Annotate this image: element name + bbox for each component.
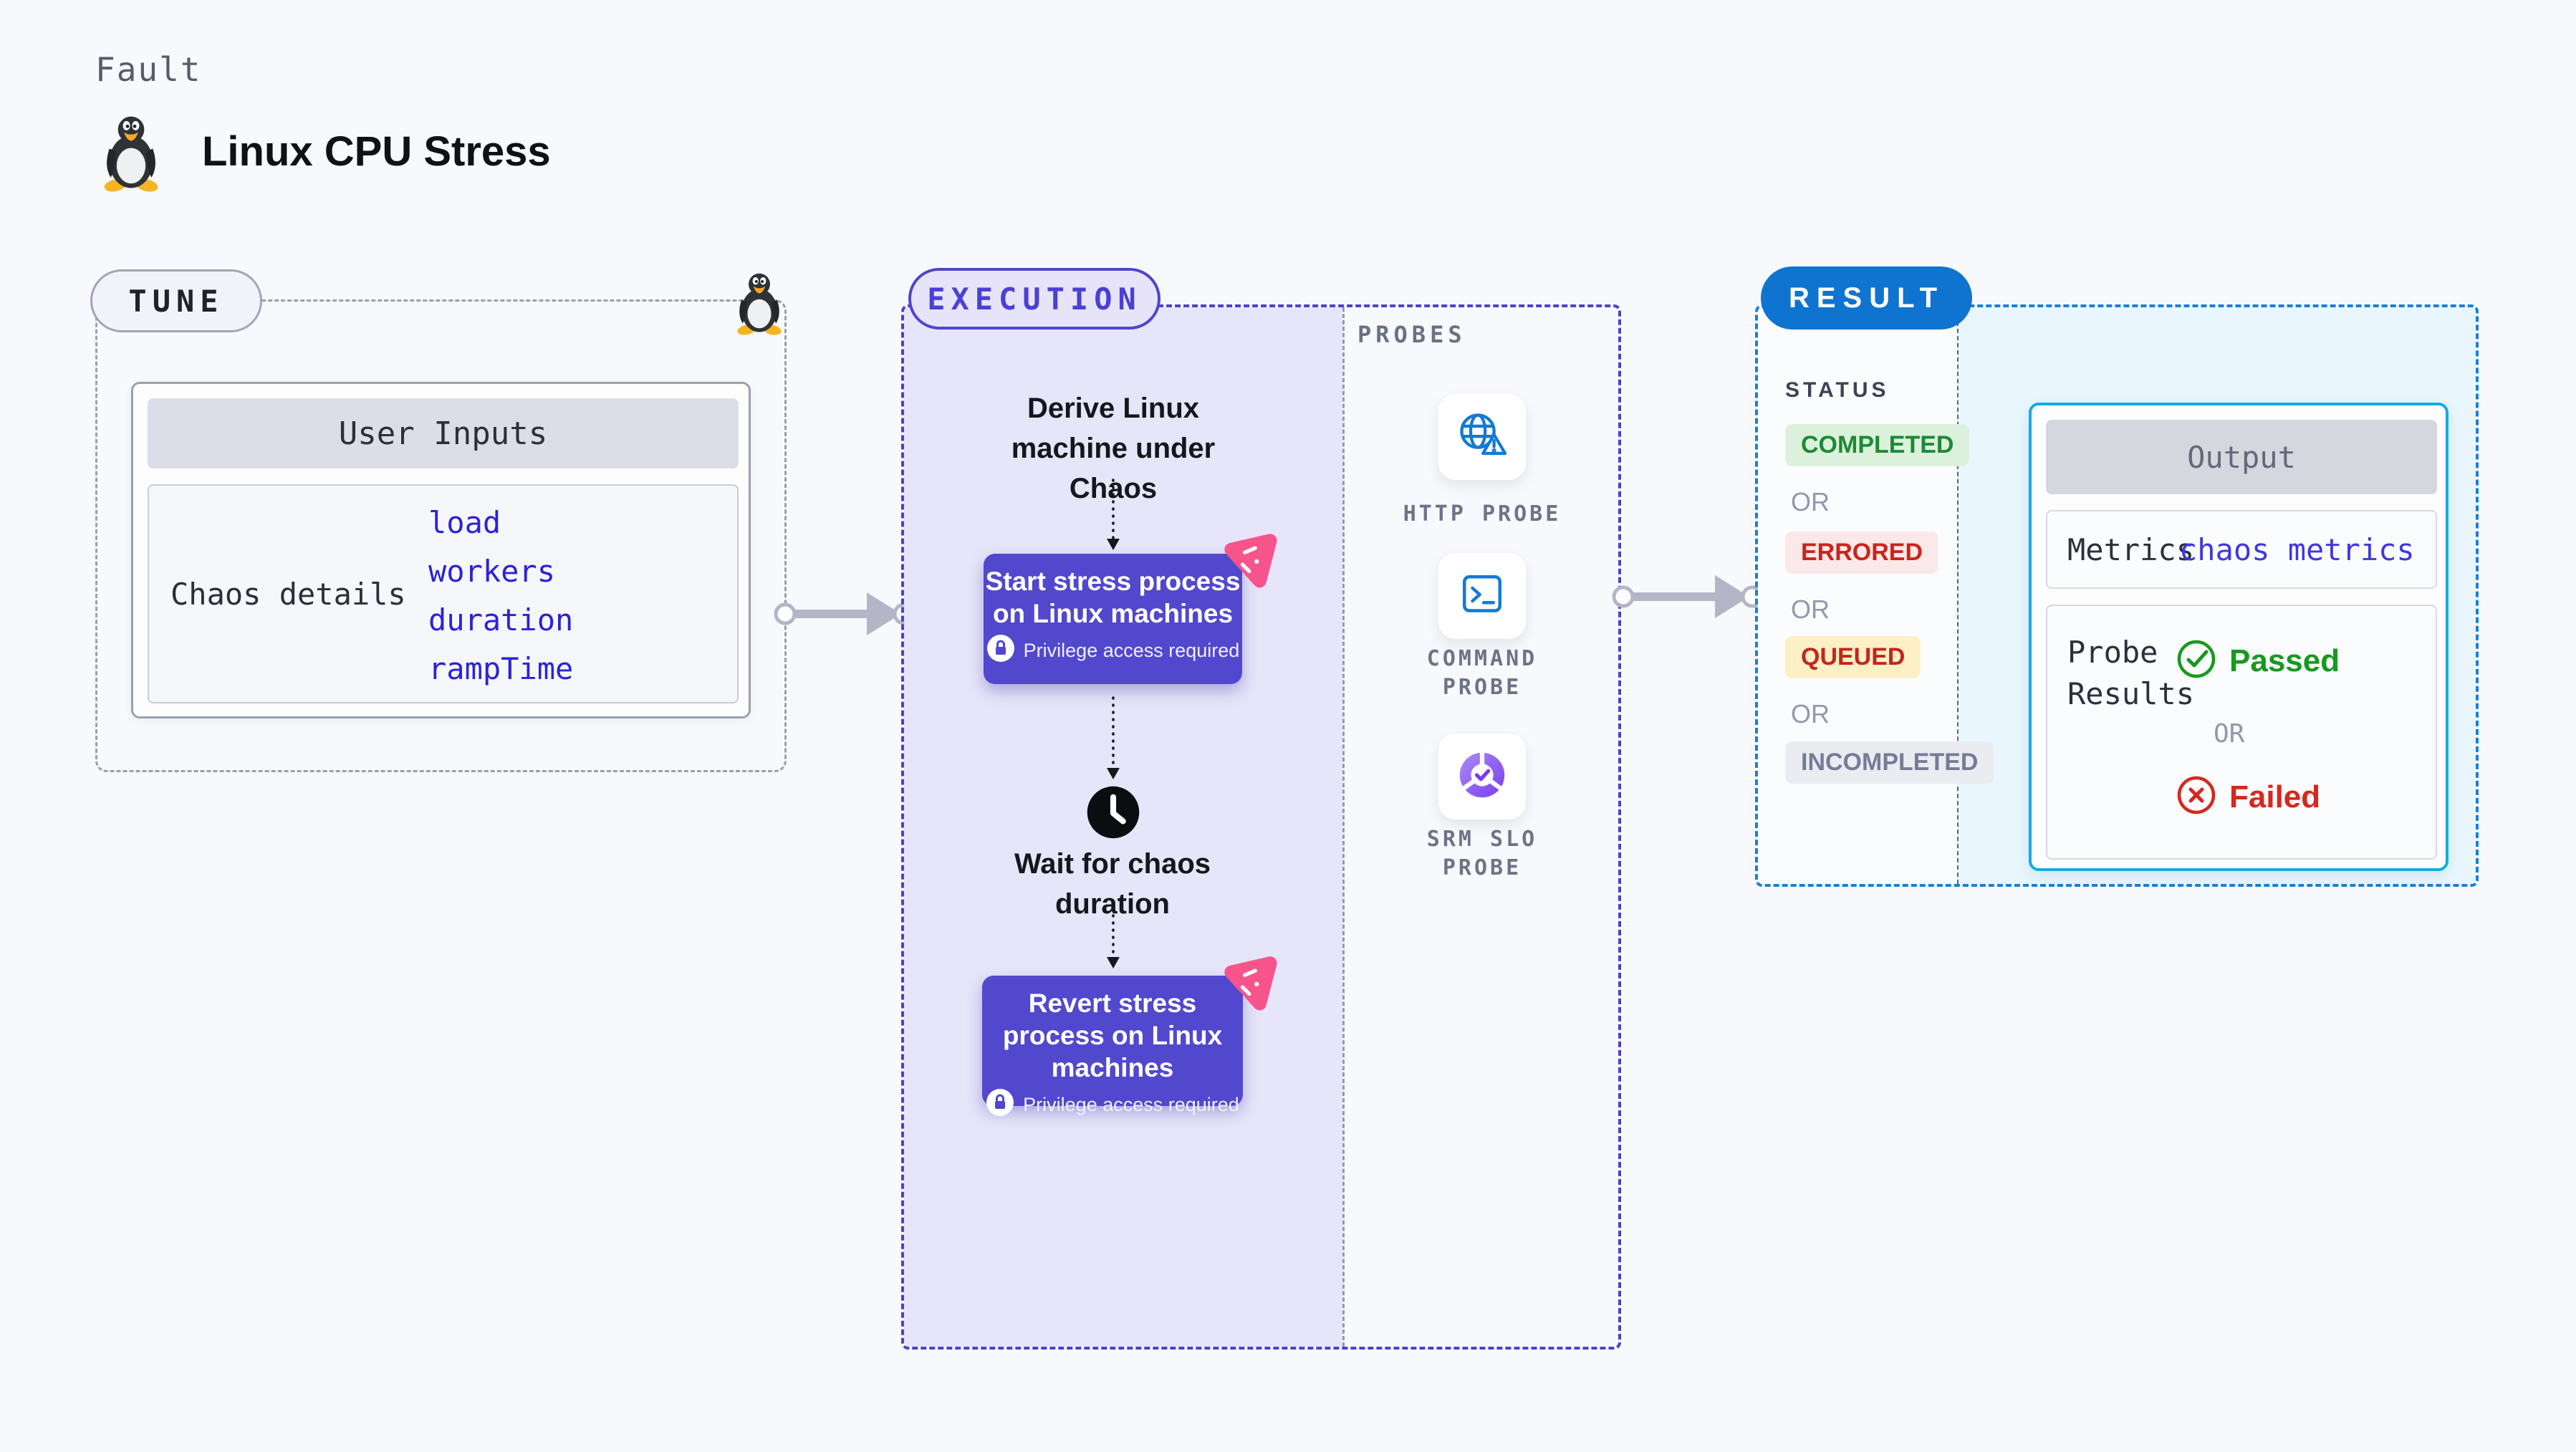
status-badge-errored: ERRORED	[1785, 532, 1939, 574]
probes-divider	[1342, 307, 1345, 1347]
or-label: OR	[1791, 487, 1830, 516]
result-badge: RESULT	[1761, 266, 1972, 330]
fault-kicker: Fault	[95, 50, 202, 89]
metrics-label: Metrics	[2067, 532, 2195, 567]
lock-icon	[986, 1088, 1014, 1122]
flow-arrow-down-1	[1107, 479, 1120, 550]
status-badge-incompleted: INCOMPLETED	[1785, 741, 1994, 784]
status-badge-queued: QUEUED	[1785, 636, 1921, 678]
derive-step-label: Derive Linux machine under Chaos	[1011, 393, 1216, 504]
http-probe-card	[1438, 394, 1526, 480]
chaos-details-row: Chaos details load workers duration ramp…	[148, 484, 739, 703]
status-badge-completed: COMPLETED	[1785, 424, 1970, 466]
terminal-icon	[1456, 569, 1508, 624]
input-link-load[interactable]: load	[428, 505, 501, 540]
output-card: Output Metrics chaos metrics Probe Resul…	[2029, 403, 2448, 871]
user-inputs-card: User Inputs Chaos details load workers d…	[131, 382, 751, 718]
chaos-metrics-link[interactable]: chaos metrics	[2179, 532, 2415, 567]
lock-icon	[986, 634, 1015, 668]
srm-slo-probe-label: SRM SLO PROBE	[1426, 827, 1538, 880]
input-link-duration[interactable]: duration	[428, 602, 574, 638]
clock-icon	[1085, 784, 1142, 845]
or-label: OR	[1791, 699, 1830, 729]
privilege-note: Privilege access required	[1023, 640, 1240, 661]
slo-donut-icon	[1456, 749, 1509, 805]
flow-arrow-down-2	[1107, 696, 1120, 779]
flow-arrow-down-3	[1107, 907, 1120, 968]
result-divider	[1957, 307, 1959, 884]
probe-results-row: Probe Results Passed OR F	[2046, 605, 2437, 860]
user-inputs-title: User Inputs	[148, 398, 739, 468]
srm-slo-probe-card	[1438, 734, 1526, 819]
passed-label: Passed	[2229, 643, 2340, 678]
status-title: STATUS	[1785, 378, 1890, 402]
globe-alert-icon	[1455, 408, 1509, 466]
chaos-details-label: Chaos details	[170, 576, 406, 612]
input-link-workers[interactable]: workers	[428, 554, 556, 589]
tux-penguin-icon	[97, 113, 165, 196]
check-circle-icon	[2176, 639, 2216, 683]
chaos-spark-icon	[1218, 953, 1285, 1024]
passed-result: Passed	[2176, 639, 2340, 683]
chaos-spark-icon	[1218, 530, 1285, 601]
x-circle-icon	[2176, 775, 2216, 819]
command-probe-card	[1438, 553, 1526, 639]
revert-stress-node[interactable]: Revert stress process on Linux machines …	[982, 976, 1243, 1116]
metrics-row: Metrics chaos metrics	[2046, 510, 2437, 589]
command-probe-label: COMMAND PROBE	[1426, 646, 1538, 700]
output-title: Output	[2046, 420, 2437, 494]
http-probe-label: HTTP PROBE	[1403, 501, 1562, 527]
start-stress-node[interactable]: Start stress process on Linux machines P…	[984, 554, 1242, 684]
execution-badge: EXECUTION	[908, 268, 1160, 330]
input-link-rampTime[interactable]: rampTime	[428, 651, 574, 686]
or-label: OR	[1791, 595, 1830, 624]
tune-to-execution-arrow	[774, 592, 915, 635]
probe-results-label: Probe Results	[2067, 635, 2195, 711]
tune-section	[95, 299, 787, 772]
page-title: Linux CPU Stress	[202, 128, 551, 175]
probes-title: PROBES	[1357, 321, 1466, 348]
result-status-panel	[1758, 307, 1957, 884]
failed-label: Failed	[2229, 779, 2321, 814]
start-stress-title: Start stress process on Linux machines	[985, 567, 1241, 628]
tux-penguin-icon-small	[732, 271, 787, 339]
privilege-note: Privilege access required	[1023, 1094, 1239, 1115]
failed-result: Failed	[2176, 775, 2320, 819]
execution-to-result-arrow	[1612, 575, 1764, 618]
or-label: OR	[2214, 719, 2245, 749]
tune-badge: TUNE	[90, 269, 262, 332]
revert-stress-title: Revert stress process on Linux machines	[1002, 989, 1223, 1082]
